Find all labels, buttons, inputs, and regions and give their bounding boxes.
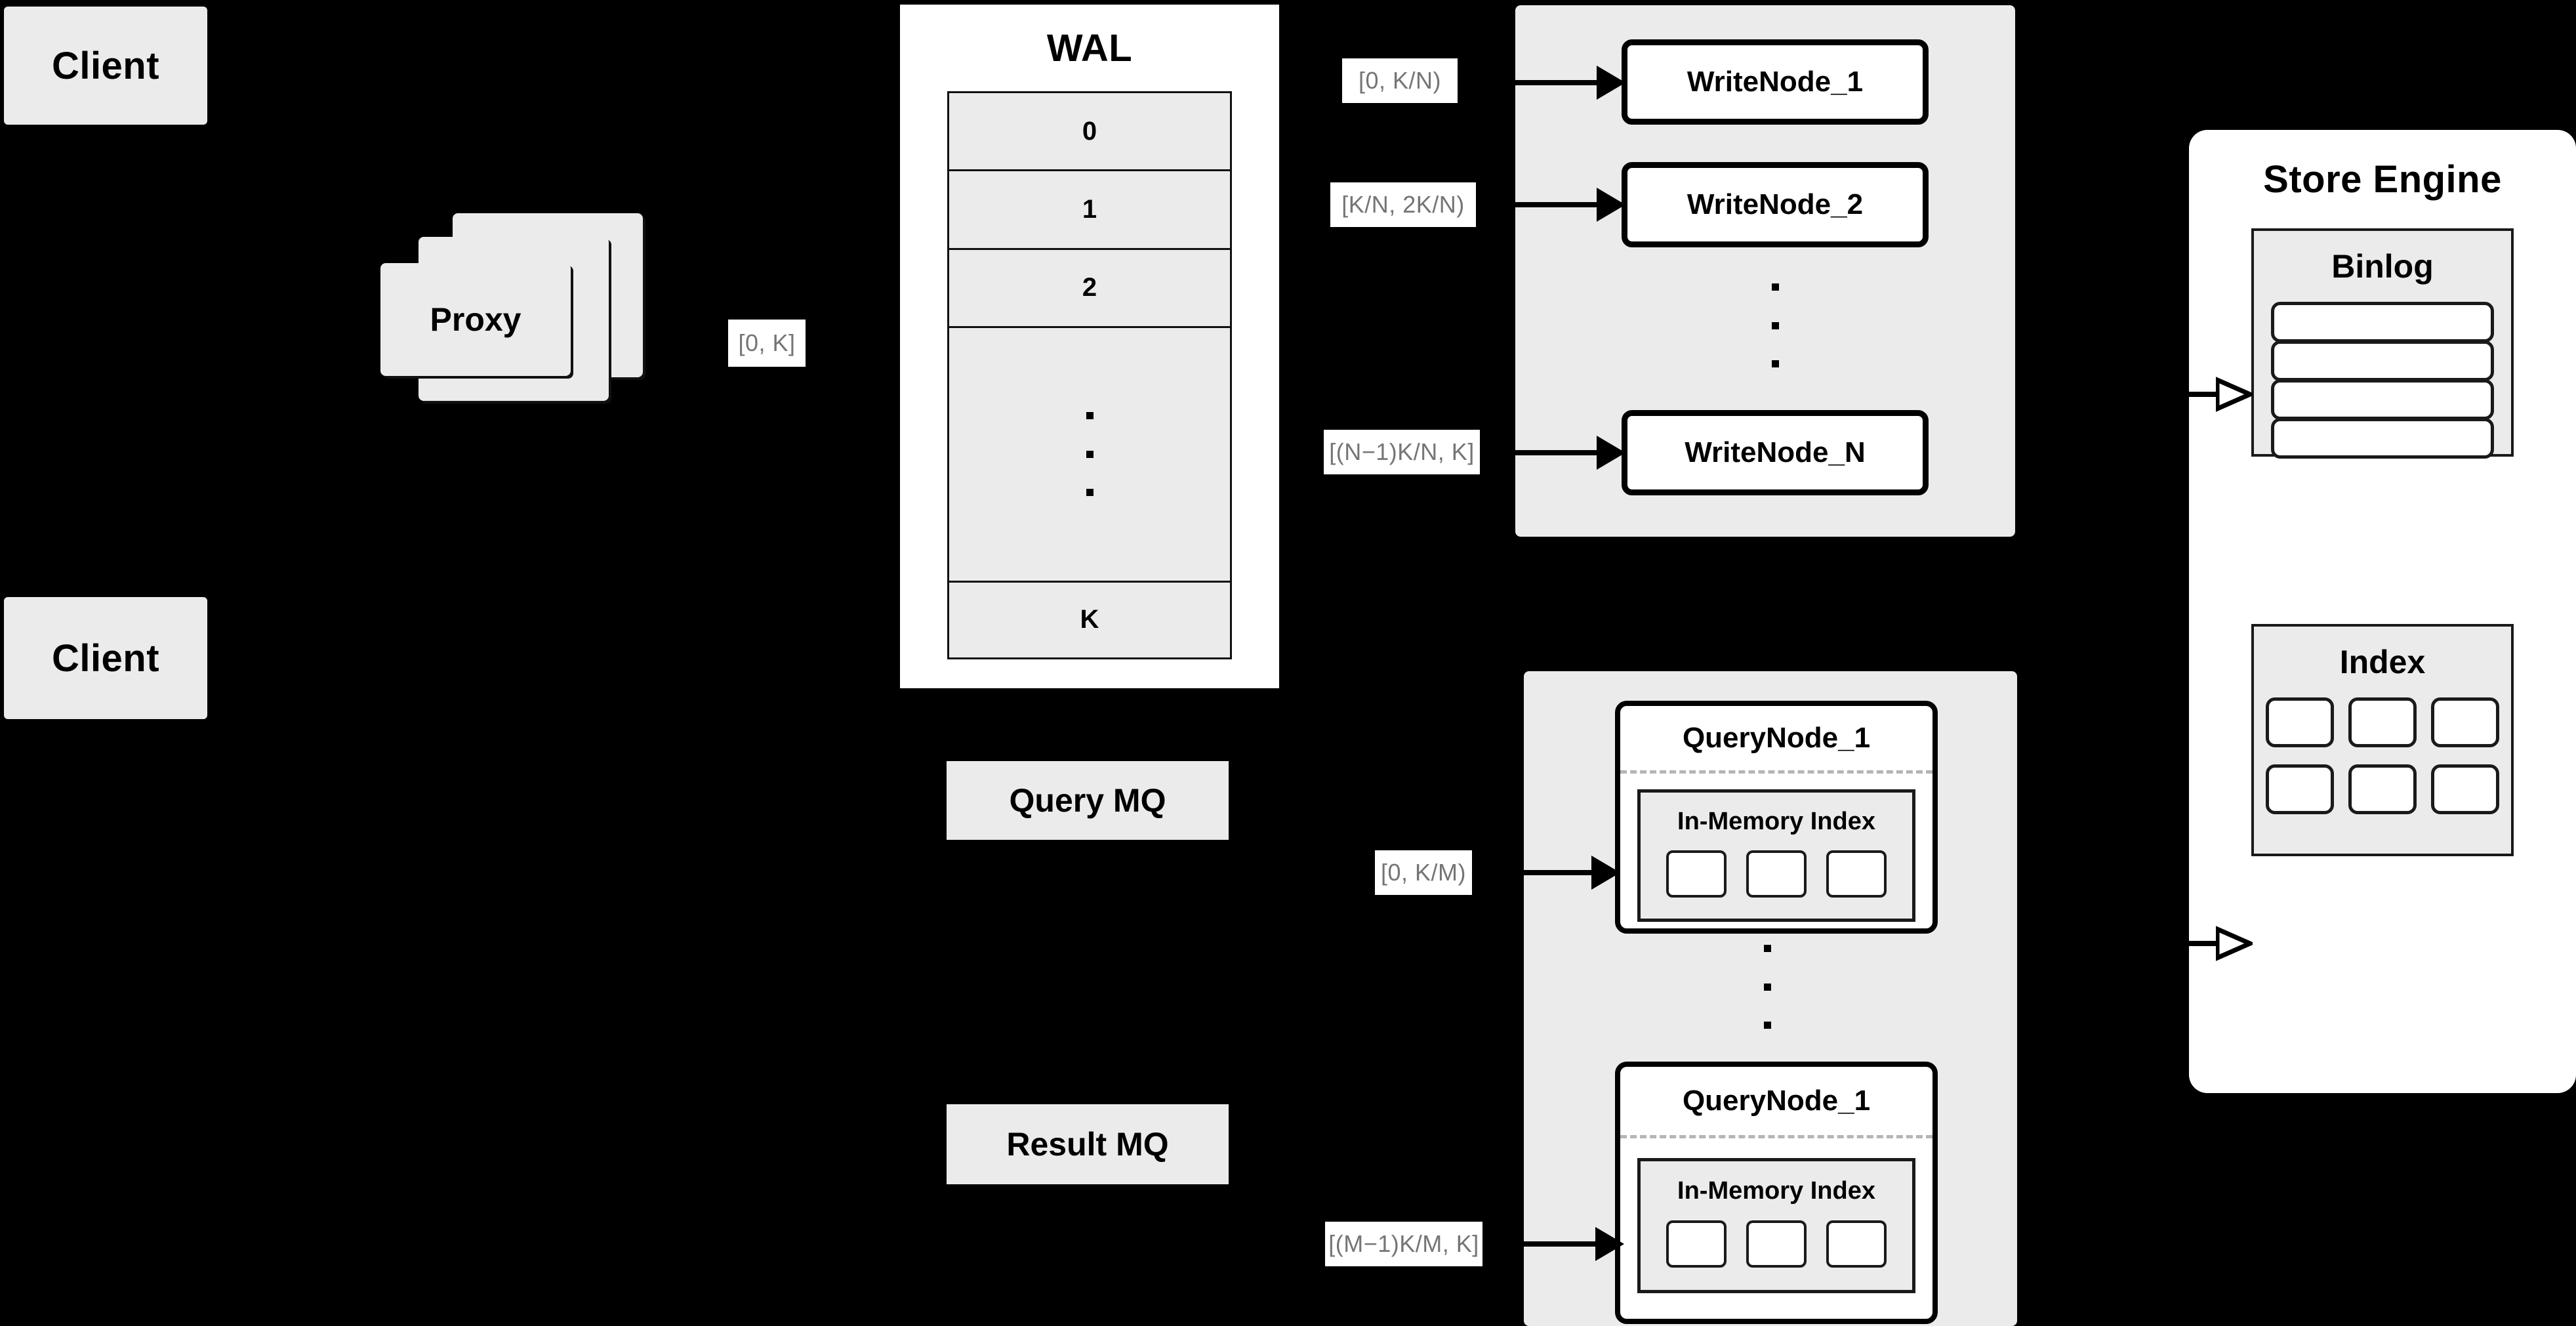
index-cell[interactable] bbox=[2266, 697, 2334, 747]
vertical-ellipsis-icon bbox=[1086, 412, 1094, 497]
index-box: Index bbox=[2251, 624, 2514, 856]
store-engine-title: Store Engine bbox=[2263, 157, 2502, 201]
result-mq-box[interactable]: Result MQ bbox=[947, 1104, 1229, 1184]
wal-entry-ellipsis-row bbox=[949, 328, 1230, 583]
index-slot[interactable] bbox=[1826, 850, 1887, 898]
index-slot[interactable] bbox=[1746, 1220, 1807, 1268]
arrow-to-write-node-2 bbox=[1480, 188, 1625, 222]
query-mq-label: Query MQ bbox=[1009, 782, 1166, 819]
arrow-to-index bbox=[2171, 925, 2257, 962]
proxy-label: Proxy bbox=[430, 301, 521, 338]
write-node-label: WriteNode_1 bbox=[1687, 66, 1864, 98]
binlog-row[interactable] bbox=[2271, 341, 2494, 381]
index-slot[interactable] bbox=[1746, 850, 1807, 898]
query-node-2[interactable]: QueryNode_1 In-Memory Index bbox=[1615, 1062, 1938, 1324]
wal-title: WAL bbox=[1046, 26, 1133, 70]
range-label-write-node-2: [K/N, 2K/N) bbox=[1330, 182, 1476, 227]
index-slot[interactable] bbox=[1826, 1220, 1887, 1268]
wal-entry-label: 1 bbox=[1082, 195, 1097, 224]
range-label-query-node-1: [0, K/M) bbox=[1375, 850, 1472, 895]
index-title: Index bbox=[2339, 644, 2426, 680]
result-mq-label: Result MQ bbox=[1006, 1126, 1169, 1163]
query-node-label: QueryNode_1 bbox=[1682, 722, 1871, 754]
proxy-stack[interactable]: Proxy bbox=[380, 213, 663, 430]
in-memory-index-box: In-Memory Index bbox=[1637, 1158, 1915, 1293]
write-node-label: WriteNode_N bbox=[1685, 436, 1866, 468]
hollow-arrowhead-icon bbox=[2216, 377, 2253, 412]
wal-entry-label: 2 bbox=[1082, 273, 1097, 302]
binlog-row[interactable] bbox=[2271, 302, 2494, 342]
arrow-to-query-node-2 bbox=[1484, 1227, 1625, 1261]
write-node-2[interactable]: WriteNode_2 bbox=[1622, 162, 1929, 247]
arrow-to-write-node-n bbox=[1484, 436, 1625, 470]
write-node-vertical-ellipsis-icon bbox=[1771, 283, 1779, 367]
write-node-1[interactable]: WriteNode_1 bbox=[1622, 39, 1929, 125]
in-memory-index-title: In-Memory Index bbox=[1677, 1176, 1875, 1205]
query-node-1[interactable]: QueryNode_1 In-Memory Index bbox=[1615, 701, 1938, 934]
index-cell[interactable] bbox=[2266, 764, 2334, 814]
index-cell[interactable] bbox=[2348, 697, 2417, 747]
range-label-proxy-to-wal: [0, K] bbox=[728, 320, 806, 367]
binlog-title: Binlog bbox=[2331, 248, 2434, 285]
binlog-row[interactable] bbox=[2271, 379, 2494, 420]
wal-entry-row[interactable]: K bbox=[949, 582, 1230, 658]
index-slot[interactable] bbox=[1666, 850, 1727, 898]
index-cell[interactable] bbox=[2431, 764, 2499, 814]
wal-entry-row[interactable]: 2 bbox=[949, 249, 1230, 329]
range-label-write-node-1: [0, K/N) bbox=[1342, 58, 1458, 103]
wal-panel: WAL 0 1 2 K bbox=[897, 2, 1282, 691]
binlog-row[interactable] bbox=[2271, 418, 2494, 459]
hollow-arrowhead-icon bbox=[2216, 926, 2253, 961]
wal-entry-label: 0 bbox=[1082, 116, 1097, 146]
query-node-label: QueryNode_1 bbox=[1682, 1085, 1871, 1117]
wal-entry-label: K bbox=[1080, 605, 1099, 634]
wal-entry-row[interactable]: 1 bbox=[949, 171, 1230, 250]
query-node-divider bbox=[1620, 1135, 1932, 1138]
arrow-to-binlog bbox=[2171, 376, 2257, 413]
proxy-stack-card-front[interactable]: Proxy bbox=[380, 263, 571, 376]
query-node-divider bbox=[1620, 770, 1932, 774]
range-label-write-node-n: [(N−1)K/N, K] bbox=[1324, 430, 1480, 474]
query-mq-box[interactable]: Query MQ bbox=[947, 761, 1229, 840]
range-label-query-node-2: [(M−1)K/M, K] bbox=[1325, 1222, 1482, 1266]
client-label: Client bbox=[51, 636, 160, 680]
in-memory-index-box: In-Memory Index bbox=[1637, 789, 1915, 922]
arrow-to-query-node-1 bbox=[1476, 856, 1622, 890]
index-cell[interactable] bbox=[2348, 764, 2417, 814]
write-node-n[interactable]: WriteNode_N bbox=[1622, 410, 1929, 495]
binlog-box: Binlog bbox=[2251, 228, 2514, 459]
index-cell[interactable] bbox=[2431, 697, 2499, 747]
in-memory-index-title: In-Memory Index bbox=[1677, 807, 1875, 835]
client-box-1[interactable]: Client bbox=[4, 7, 207, 125]
write-node-label: WriteNode_2 bbox=[1687, 188, 1864, 220]
query-node-vertical-ellipsis-icon bbox=[1763, 945, 1771, 1029]
index-slot[interactable] bbox=[1666, 1220, 1727, 1268]
arrow-to-write-node-1 bbox=[1462, 66, 1625, 100]
wal-entry-table: 0 1 2 K bbox=[947, 91, 1232, 659]
store-engine-panel: Store Engine Binlog Index bbox=[2189, 130, 2576, 1093]
wal-entry-row[interactable]: 0 bbox=[949, 93, 1230, 172]
client-label: Client bbox=[51, 44, 160, 87]
client-box-2[interactable]: Client bbox=[4, 597, 207, 719]
